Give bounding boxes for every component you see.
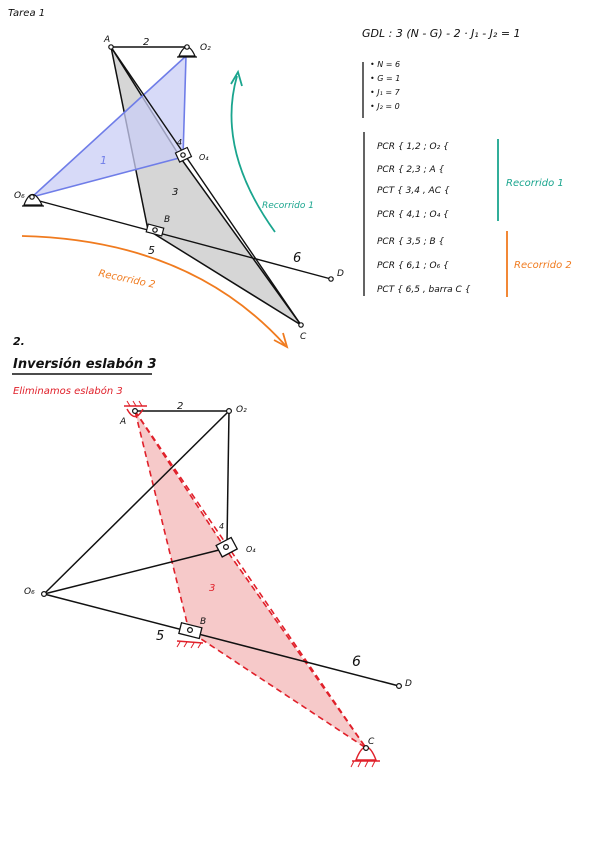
ac-bar	[110, 46, 302, 326]
point-o4-label-bottom: O₄	[246, 545, 256, 554]
section-number: 2.	[13, 335, 25, 348]
link-6-bar-bottom	[43, 593, 400, 687]
path-1-label: Recorrido 1	[262, 201, 314, 211]
point-a-label-bottom: A	[119, 417, 126, 427]
link-3-number-bottom: 3	[209, 583, 215, 594]
pair-row-1: PCR { 1,2 ; O₂ {	[377, 142, 449, 152]
bottom-diagram: 2. Inversión eslabón 3 Eliminamos eslabó…	[12, 335, 412, 768]
link-3-eliminated-triangle	[134, 410, 367, 749]
point-d-label: D	[337, 269, 344, 279]
point-a-label: A	[103, 35, 110, 45]
link-4-number-bottom: 4	[219, 522, 224, 531]
section-heading: Inversión eslabón 3	[13, 357, 157, 372]
pair-row-7: PCT { 6,5 , barra C {	[377, 285, 471, 295]
o2-o6-bar	[43, 410, 230, 595]
pair-row-4: PCR { 4,1 ; O₄ {	[377, 210, 449, 220]
ac-dashed-bar	[134, 410, 367, 749]
param-n: • N = 6	[370, 60, 400, 69]
link-5-number-bottom: 5	[156, 629, 164, 644]
point-o4-label: O₄	[199, 153, 209, 162]
link-1-ground-triangle	[31, 54, 187, 198]
point-c-label: C	[300, 332, 307, 342]
link-4-number: 4	[177, 138, 182, 147]
point-c-label-bottom: C	[368, 737, 375, 747]
link-3-number: 3	[172, 187, 178, 198]
section-subheading: Eliminamos eslabón 3	[13, 385, 123, 397]
gdl-formula: GDL : 3 (N - G) - 2 · J₁ - J₂ = 1	[362, 27, 521, 40]
link-5-number: 5	[148, 244, 155, 257]
task-title: Tarea 1	[8, 8, 45, 19]
o6-o4-bar	[43, 547, 228, 595]
point-o2-label: O₂	[200, 43, 211, 53]
link-6-bar	[31, 198, 332, 280]
param-j2: • J₂ = 0	[370, 102, 400, 111]
path-2-label: Recorrido 2	[97, 268, 156, 291]
path-2-arrow	[21, 235, 286, 346]
point-d-label-bottom: D	[405, 679, 412, 689]
point-o6-label: O₆	[14, 191, 25, 201]
path-1-note: Recorrido 1	[506, 178, 564, 189]
notes-panel: GDL : 3 (N - G) - 2 · J₁ - J₂ = 1 • N = …	[362, 27, 572, 297]
link-6-number: 6	[293, 251, 301, 266]
link-2-number: 2	[143, 37, 149, 48]
point-b-label-bottom: B	[200, 617, 206, 627]
top-diagram: Tarea 1 A O₂ O₄ O₆ B C D	[8, 8, 344, 349]
path-2-note: Recorrido 2	[514, 260, 572, 271]
param-g: • G = 1	[370, 74, 400, 83]
pair-row-2: PCR { 2,3 ; A {	[377, 165, 444, 175]
link-1-number: 1	[100, 154, 107, 167]
link-6-number-bottom: 6	[352, 654, 361, 670]
link-2-number-bottom: 2	[177, 401, 183, 412]
pair-row-3: PCT { 3,4 , AC {	[377, 186, 450, 196]
path-1-arrow	[230, 75, 276, 233]
o2-o4-bar	[226, 410, 230, 544]
point-o6-label-bottom: O₆	[24, 587, 35, 597]
param-j1: • J₁ = 7	[370, 88, 401, 97]
point-o2-label-bottom: O₂	[236, 405, 247, 415]
ground-b-icon	[176, 640, 204, 644]
pair-row-5: PCR { 3,5 ; B {	[377, 237, 445, 247]
pair-row-6: PCR { 6,1 ; O₆ {	[377, 261, 449, 271]
path-1-arrowhead-icon	[230, 69, 243, 87]
ground-a-icon	[126, 408, 144, 418]
path-2-arrowhead-icon	[273, 332, 289, 349]
point-b-label: B	[164, 215, 170, 225]
